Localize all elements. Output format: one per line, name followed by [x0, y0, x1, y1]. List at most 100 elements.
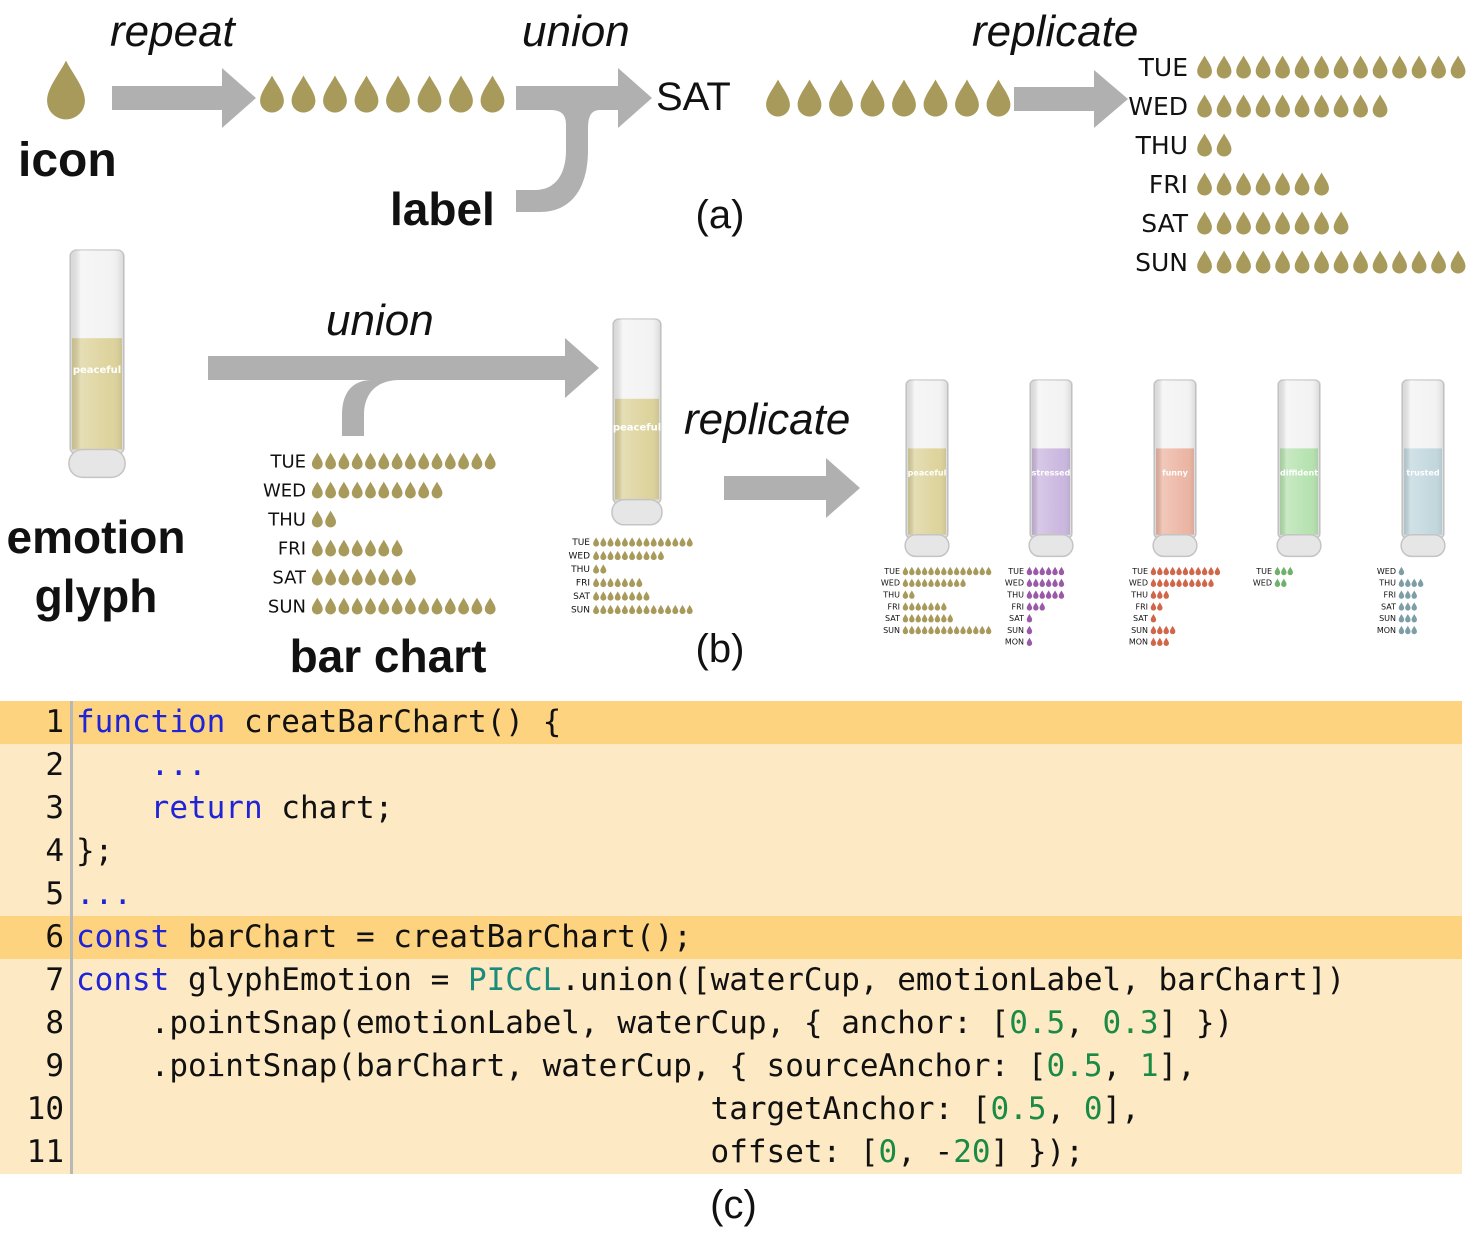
bar-drop-icon [431, 481, 443, 499]
cup-base [904, 534, 950, 558]
bar-drop-icon [431, 452, 443, 470]
bar-drop-icon [405, 568, 416, 586]
replicate-label-b: replicate [684, 395, 850, 444]
bar-drop-icon [1197, 55, 1212, 79]
bar-drop-icon [1208, 566, 1214, 576]
cup-shade [613, 319, 661, 504]
code-token: 0.5 [1046, 1048, 1103, 1084]
day-label: SUN [571, 606, 590, 616]
day-label: SUN [268, 596, 306, 617]
figure-diagram: icon repeat union label SAT replicate TU… [7, 7, 1466, 682]
code-token: 0 [1083, 1091, 1103, 1127]
water-cup-glyph: peaceful [611, 318, 663, 526]
bar-drop-icon [311, 481, 323, 499]
bar-drop-icon [934, 614, 941, 623]
bar-drop-icon [1045, 578, 1052, 587]
bar-drop-icon [1398, 578, 1405, 587]
bar-drop-icon [643, 550, 650, 561]
day-label: WED [568, 552, 590, 562]
bar-drop-icon [1398, 625, 1405, 635]
bar-drop-icon [643, 591, 650, 601]
line-number: 3 [45, 790, 64, 826]
code-text: const barChart = creatBarChart(); [76, 916, 692, 959]
bar-drop-icon [636, 577, 643, 588]
bar-drop-icon [1201, 578, 1208, 587]
bar-drop-icon [1255, 94, 1271, 118]
bar-drop-icon [1026, 578, 1033, 587]
bar-drop-icon [621, 591, 628, 601]
bar-drop-icon [1398, 566, 1405, 576]
day-label: SUN [883, 626, 900, 635]
code-token: ... [76, 876, 132, 912]
line-number: 2 [45, 747, 64, 783]
cup-shade [1030, 380, 1072, 539]
bar-drop-icon [391, 597, 403, 615]
bar-drop-icon [636, 550, 643, 561]
bar-drop-icon [636, 537, 643, 547]
union-drop-icon [892, 79, 916, 117]
bar-drop-icon [953, 578, 960, 587]
replicate-label: replicate [972, 7, 1138, 56]
code-token: barChart = creatBarChart(); [169, 919, 692, 955]
bar-drop-icon [915, 614, 921, 623]
union-label: union [522, 7, 630, 56]
water-cup-main: peaceful [68, 249, 126, 479]
day-label: SAT [1381, 602, 1396, 611]
code-token: ], [1102, 1091, 1140, 1127]
code-text: targetAnchor: [0.5, 0], [76, 1088, 1140, 1131]
bar-drop-icon [1189, 566, 1195, 576]
bar-drop-icon [1026, 625, 1033, 635]
bar-drop-icon [909, 602, 915, 611]
line-number: 7 [45, 962, 64, 998]
day-label: TUE [1138, 53, 1188, 82]
code-token: return [150, 790, 263, 826]
code-token: chart; [262, 790, 394, 826]
code-token: 0 [878, 1134, 898, 1170]
bar-drop-icon [928, 578, 934, 587]
bar-drop-icon [1398, 602, 1405, 611]
bar-drop-icon [902, 602, 909, 611]
day-label: SAT [1009, 614, 1024, 623]
cup-emotion-label: stressed [1032, 468, 1071, 477]
code-line: 9 .pointSnap(barChart, waterCup, { sourc… [0, 1045, 1462, 1088]
bar-drop-icon [1372, 94, 1388, 118]
bar-drop-icon [979, 625, 985, 635]
bar-drop-icon [338, 452, 350, 470]
bar-drop-icon [1039, 578, 1045, 587]
emotion-glyphs-replicated: peacefulTUEWEDTHUFRISATSUNstressedTUEWED… [881, 379, 1446, 647]
bar-drop-icon [921, 602, 928, 611]
bar-drop-icon [643, 604, 650, 615]
bar-drop-icon [909, 578, 915, 587]
bar-drop-icon [1157, 578, 1163, 587]
bar-drop-icon [1163, 590, 1169, 599]
bar-drop-icon [1314, 211, 1329, 235]
bar-drop-icon [311, 597, 323, 615]
bar-drop-icon [679, 537, 686, 547]
bar-drop-icon [960, 578, 966, 587]
caption-b: (b) [696, 627, 745, 671]
code-token: 0.3 [1102, 1005, 1159, 1041]
day-label: TUE [571, 538, 590, 548]
day-label: MON [1129, 638, 1148, 647]
bar-drop-icon [1157, 602, 1163, 611]
code-token: ] }) [1158, 1005, 1234, 1041]
bar-drop-icon [1052, 566, 1058, 576]
repeated-drop-icon [449, 75, 473, 113]
code-text: ... [76, 873, 132, 916]
bar-drop-icon [418, 452, 430, 470]
bar-drop-icon [311, 452, 323, 470]
bar-drop-icon [338, 539, 350, 557]
cup-shade [70, 250, 124, 455]
bar-drop-icon [941, 625, 947, 635]
repeated-drop-icon [291, 75, 316, 113]
code-token: .pointSnap(emotionLabel, waterCup, { anc… [76, 1005, 1010, 1041]
repeat-label: repeat [110, 7, 237, 56]
bar-drop-icon [1163, 578, 1169, 587]
bar-drop-icon [1052, 590, 1058, 599]
bar-drop-icon [934, 602, 941, 611]
bar-drop-icon [365, 452, 376, 470]
bar-drop-icon [1182, 578, 1189, 587]
bar-drop-icon [928, 625, 934, 635]
